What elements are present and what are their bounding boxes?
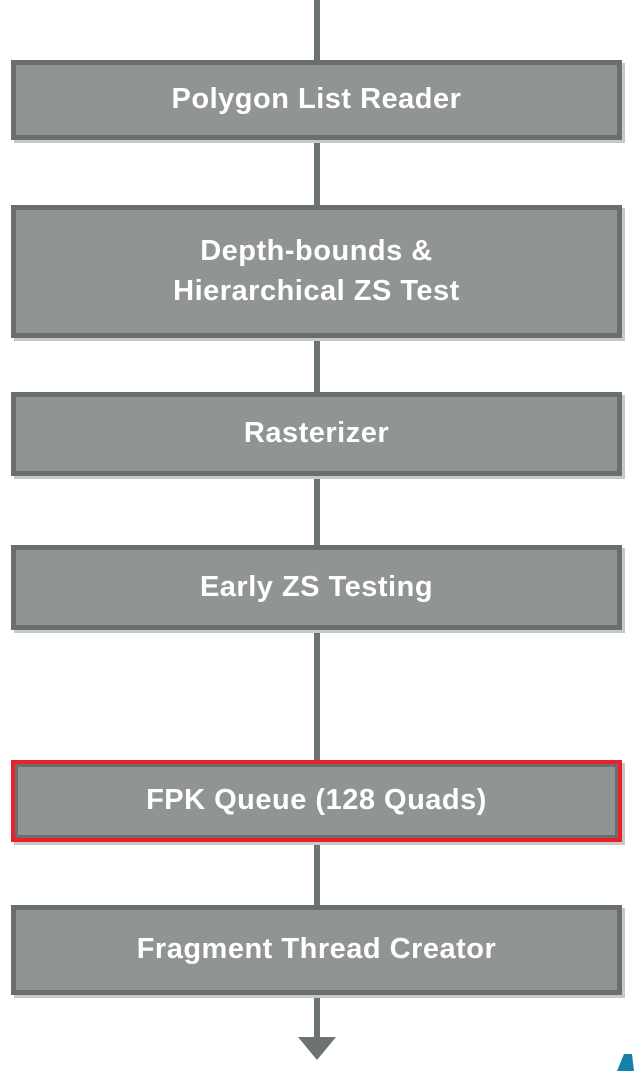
node-early-zs-testing: Early ZS Testing bbox=[11, 545, 622, 630]
connector-line bbox=[314, 0, 320, 1040]
node-label: Fragment Thread Creator bbox=[136, 933, 497, 966]
node-fpk-queue-highlighted: FPK Queue (128 Quads) bbox=[11, 760, 622, 842]
node-label: FPK Queue (128 Quads) bbox=[146, 784, 487, 817]
node-fragment-thread-creator: Fragment Thread Creator bbox=[11, 905, 622, 995]
node-depth-bounds-hierarchical-zs-test: Depth-bounds & Hierarchical ZS Test bbox=[11, 205, 622, 338]
node-polygon-list-reader: Polygon List Reader bbox=[11, 60, 622, 140]
node-label: Early ZS Testing bbox=[199, 570, 434, 603]
node-label: Rasterizer bbox=[243, 417, 390, 450]
arrow-down-icon bbox=[298, 1037, 336, 1060]
node-label: Polygon List Reader bbox=[171, 83, 462, 116]
node-rasterizer: Rasterizer bbox=[11, 392, 622, 476]
corner-decoration bbox=[617, 1054, 634, 1071]
node-label: Depth-bounds & Hierarchical ZS Test bbox=[173, 235, 460, 307]
